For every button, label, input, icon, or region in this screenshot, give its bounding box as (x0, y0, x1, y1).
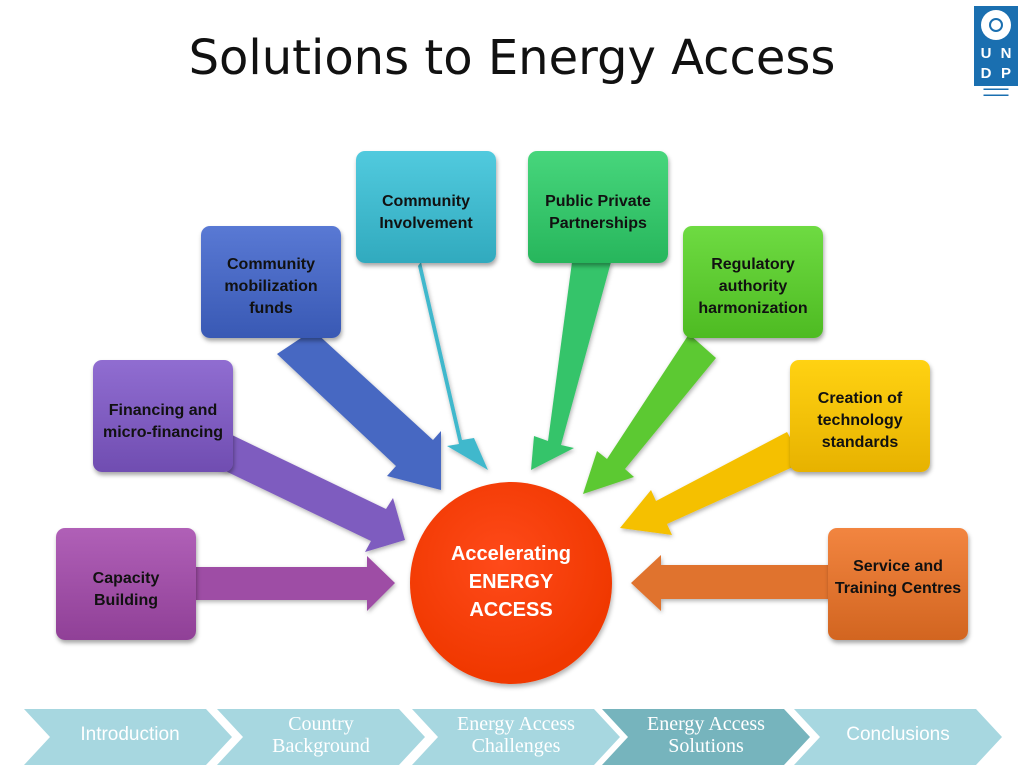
node-service-centres: Service and Training Centres (828, 528, 968, 640)
nav-chevron-country-background[interactable] (217, 709, 425, 765)
logo-letter-p: P (1000, 65, 1011, 82)
arrow-standards (620, 432, 804, 535)
undp-logo: U N D P (974, 6, 1018, 86)
nav-label-conclusions[interactable]: Conclusions (846, 724, 950, 745)
nav-label-energy-access-challenges[interactable]: Energy Access Challenges (457, 713, 575, 757)
nav-label-introduction[interactable]: Introduction (80, 724, 180, 745)
arrow-regulatory (583, 334, 716, 494)
nav-chevron-energy-access-solutions[interactable] (602, 709, 810, 765)
node-regulatory: Regulatory authority harmonization (683, 226, 823, 338)
arrow-community-involvement (418, 262, 488, 470)
logo-letter-n: N (1000, 45, 1012, 62)
page-title: Solutions to Energy Access (188, 30, 836, 86)
node-standards: Creation of technology standards (790, 360, 930, 472)
arrow-financing (217, 435, 405, 552)
logo-caption: ▬▬▬▬▬▬▬▬▬▬ (983, 86, 1009, 98)
node-capacity-building: Capacity Building (56, 528, 196, 640)
nav-chevron-energy-access-challenges[interactable] (412, 709, 620, 765)
node-ppp: Public Private Partnerships (528, 151, 668, 263)
nav-chevron-conclusions[interactable] (794, 709, 1002, 765)
node-mobilization-funds: Community mobilization funds (201, 226, 341, 338)
arrow-mobilization-funds (277, 330, 441, 490)
node-community-involvement: Community Involvement (356, 151, 496, 263)
node-financing: Financing and micro-financing (93, 360, 233, 472)
logo-letter-d: D (980, 65, 992, 82)
diagram-arrows (195, 262, 831, 611)
section-nav (24, 709, 1002, 765)
nav-label-energy-access-solutions[interactable]: Energy Access Solutions (647, 713, 765, 757)
arrow-service-centres (631, 555, 831, 611)
un-emblem-icon (981, 10, 1011, 40)
nav-chevron-introduction[interactable] (24, 709, 232, 765)
logo-letter-u: U (980, 45, 992, 62)
nav-label-country-background[interactable]: Country Background (272, 713, 370, 757)
center-node: Accelerating ENERGY ACCESS (410, 482, 612, 684)
arrow-capacity-building (195, 556, 395, 611)
arrow-ppp (531, 262, 611, 470)
